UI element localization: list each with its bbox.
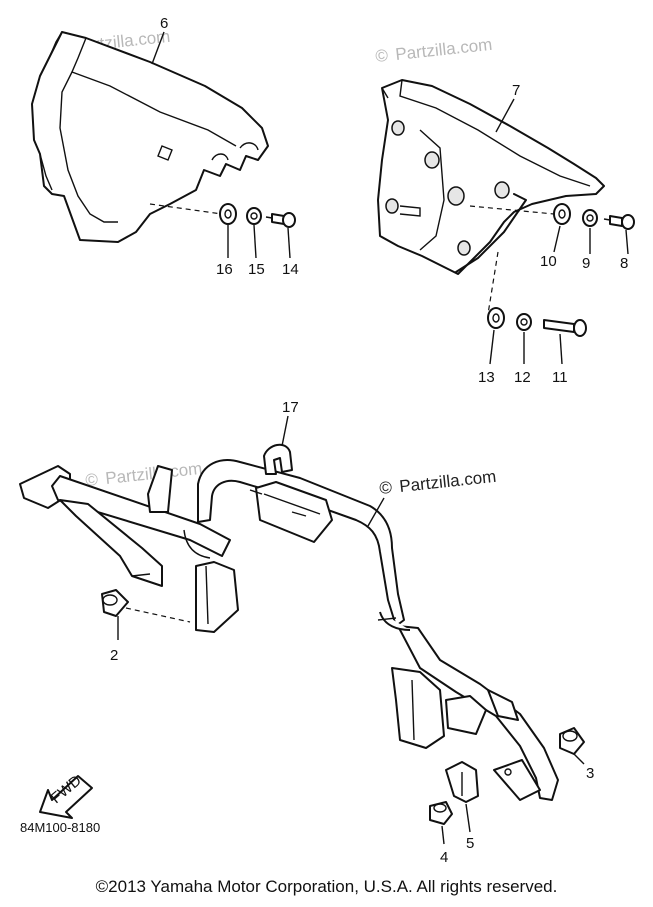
watermark-top-right: © Partzilla.com bbox=[374, 35, 493, 66]
callout-6: 6 bbox=[160, 15, 168, 32]
callout-13: 13 bbox=[478, 369, 495, 386]
part-16-grommet[interactable] bbox=[219, 203, 237, 225]
svg-text:Partzilla.com: Partzilla.com bbox=[398, 467, 497, 496]
part-10-grommet[interactable] bbox=[553, 203, 571, 225]
part-17-clip[interactable] bbox=[263, 443, 293, 475]
callout-11: 11 bbox=[552, 369, 568, 386]
svg-text:©: © bbox=[378, 478, 393, 498]
callout-4: 4 bbox=[440, 849, 448, 866]
callout-8: 8 bbox=[620, 255, 628, 272]
callout-17: 17 bbox=[282, 399, 299, 416]
callout-5: 5 bbox=[466, 835, 474, 852]
svg-text:©: © bbox=[374, 46, 389, 66]
part-8-screw[interactable] bbox=[603, 214, 635, 230]
diagram-code: 84M100-8180 bbox=[20, 820, 101, 835]
part-3-bolt[interactable] bbox=[559, 727, 585, 755]
callout-3: 3 bbox=[586, 765, 594, 782]
fwd-arrow-icon: FWD bbox=[39, 772, 93, 819]
callout-2: 2 bbox=[110, 647, 118, 664]
copyright-notice: ©2013 Yamaha Motor Corporation, U.S.A. A… bbox=[95, 877, 558, 896]
callout-9: 9 bbox=[582, 255, 590, 272]
part-4-nut[interactable] bbox=[429, 801, 453, 825]
part-14-screw[interactable] bbox=[265, 212, 296, 228]
callout-16: 16 bbox=[216, 261, 233, 278]
svg-text:Partzilla.com: Partzilla.com bbox=[394, 35, 493, 64]
callout-10: 10 bbox=[540, 253, 557, 270]
part-9-nut[interactable] bbox=[582, 209, 598, 227]
part-2-bolt[interactable] bbox=[101, 589, 129, 617]
part-15-nut[interactable] bbox=[246, 207, 262, 225]
watermark-middle: © Partzilla.com bbox=[84, 459, 203, 490]
watermark-main: © Partzilla.com bbox=[378, 467, 497, 498]
part-12-nut[interactable] bbox=[516, 313, 532, 331]
part-11-bolt[interactable] bbox=[543, 319, 587, 337]
part-7-side-cover[interactable] bbox=[377, 79, 605, 315]
part-6-cover[interactable] bbox=[31, 31, 269, 243]
part-5-clip[interactable] bbox=[445, 761, 479, 803]
callout-7: 7 bbox=[512, 82, 520, 99]
part-1-stay-frame[interactable] bbox=[19, 459, 559, 801]
callout-12: 12 bbox=[514, 369, 531, 386]
callout-14: 14 bbox=[282, 261, 299, 278]
callout-15: 15 bbox=[248, 261, 265, 278]
part-13-grommet[interactable] bbox=[487, 307, 505, 329]
